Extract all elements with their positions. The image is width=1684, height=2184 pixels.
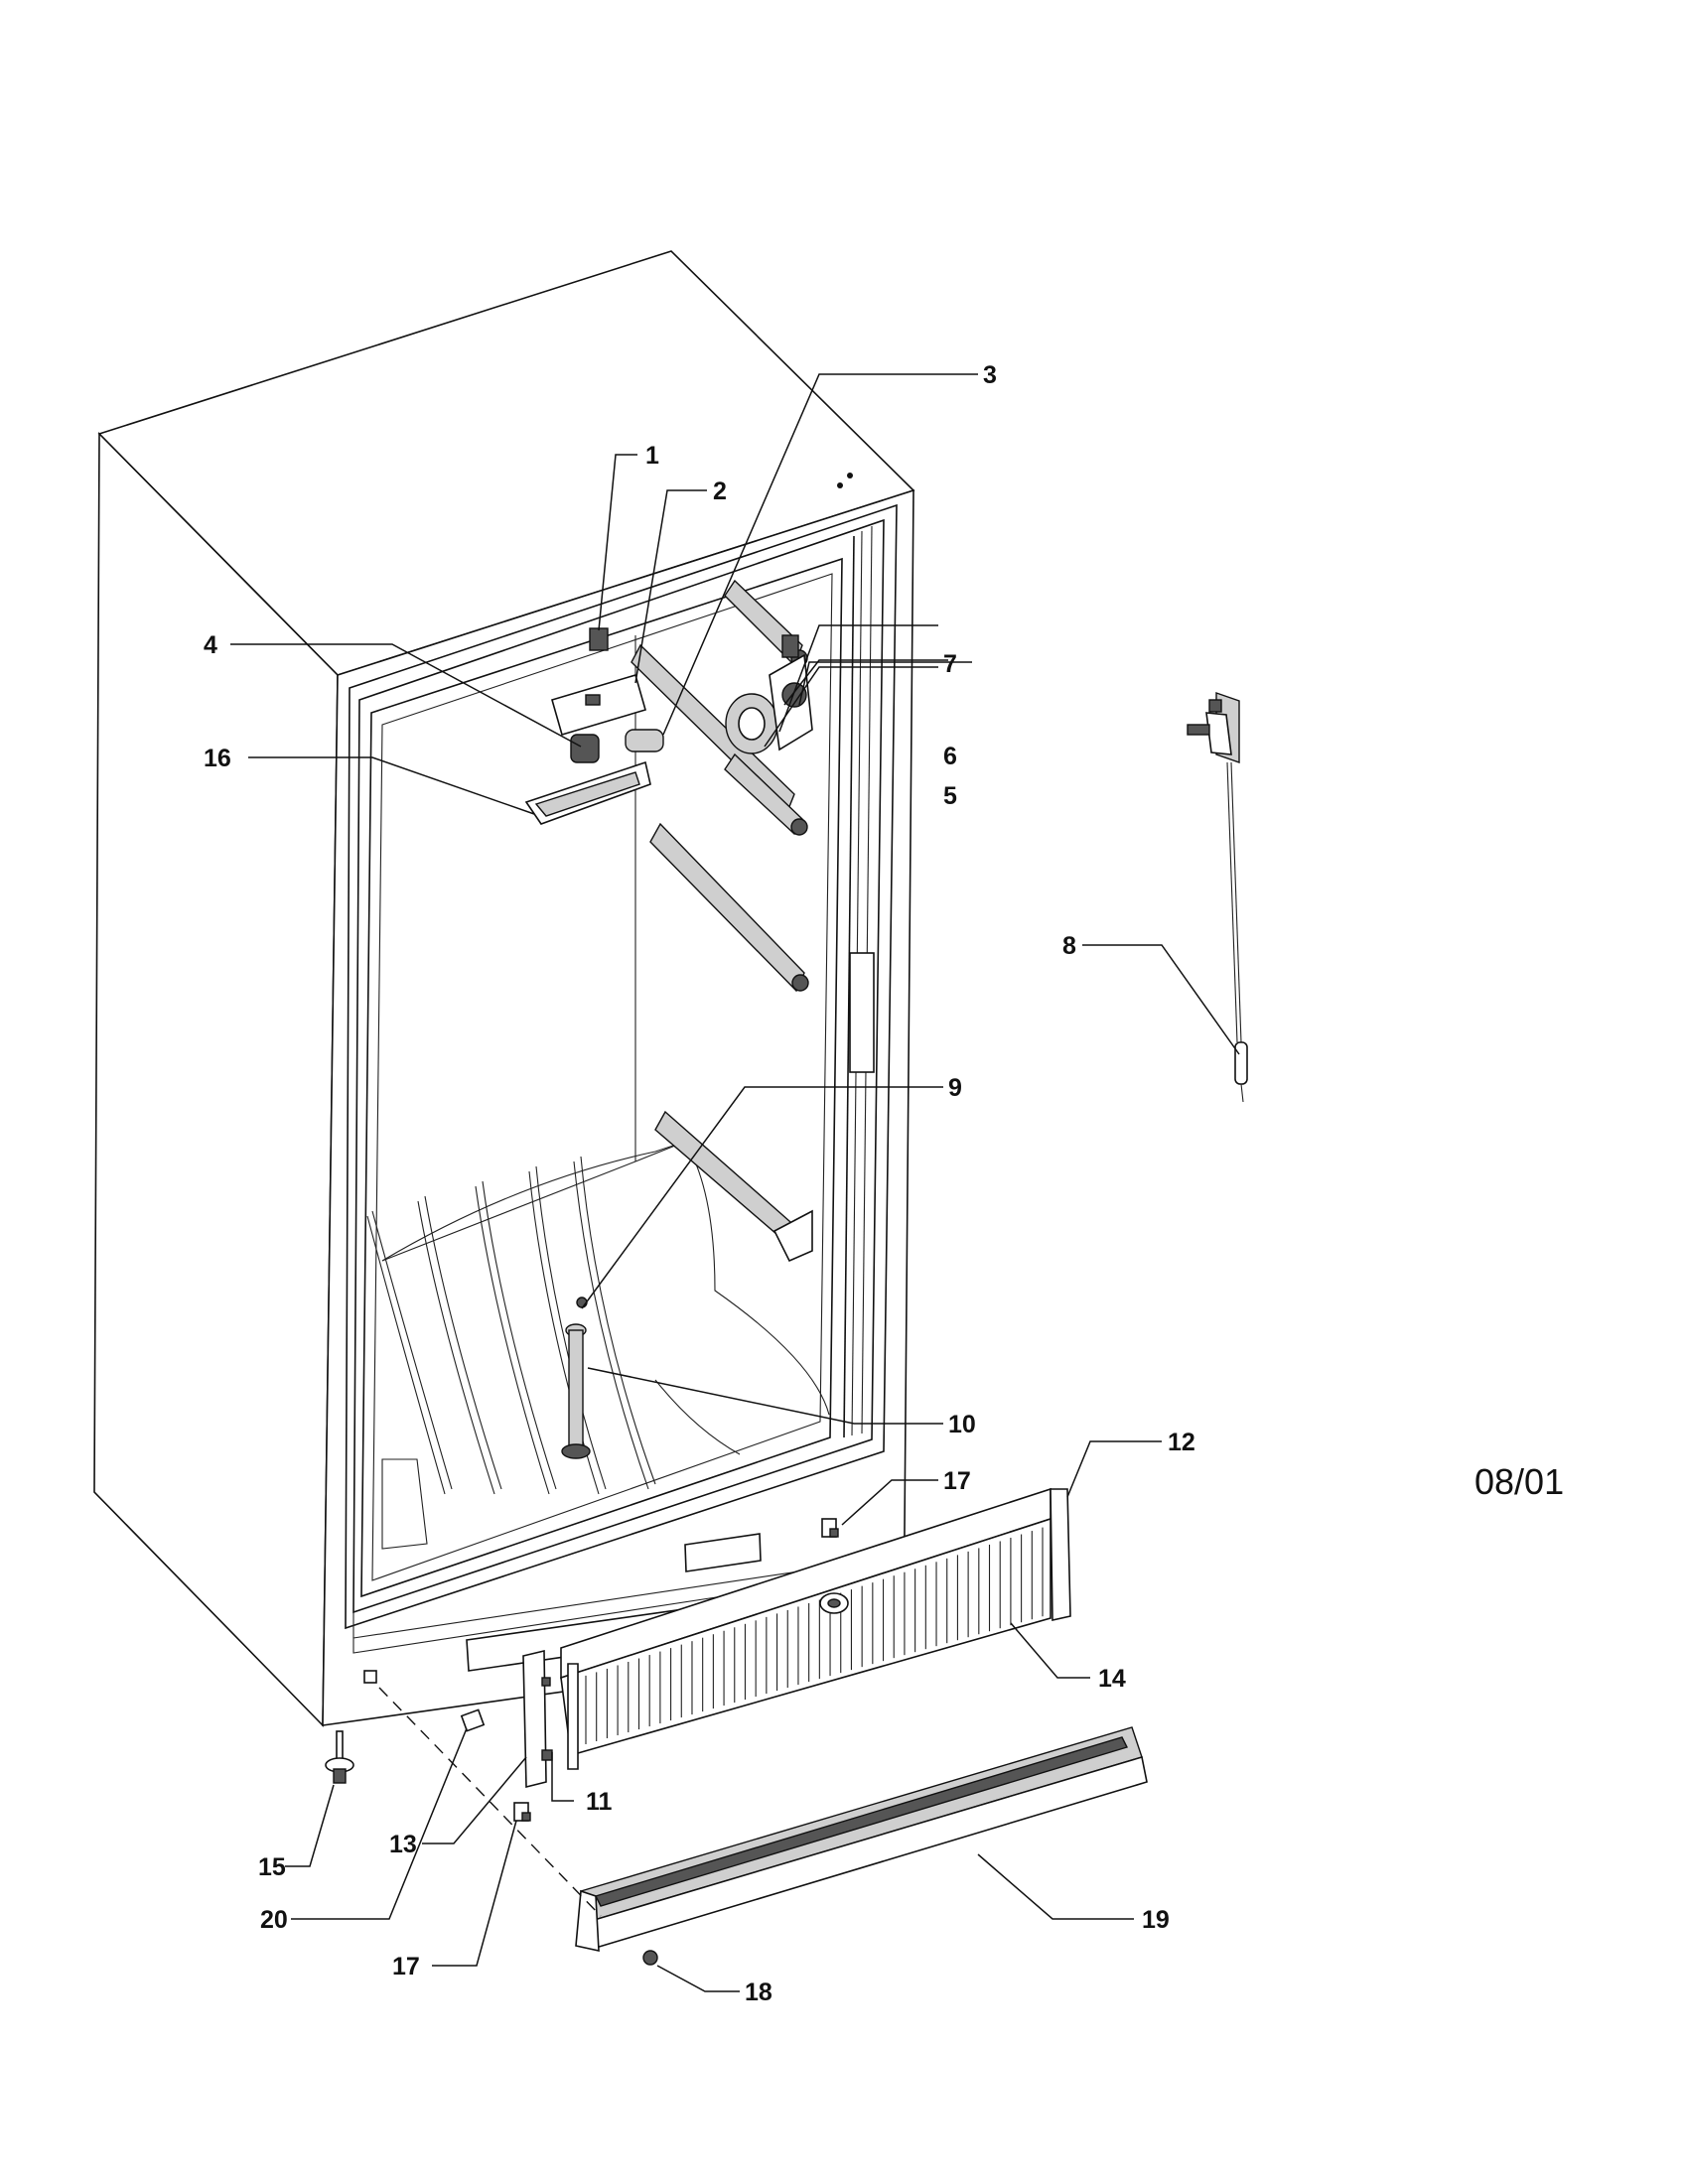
callout-6: 6 xyxy=(943,743,957,770)
callout-19: 19 xyxy=(1142,1906,1170,1934)
callout-7: 7 xyxy=(943,650,957,678)
interior xyxy=(366,579,830,1550)
callout-2: 2 xyxy=(713,478,727,505)
callout-5: 5 xyxy=(943,782,957,810)
grille-assembly xyxy=(460,1487,1071,1822)
callout-9: 9 xyxy=(948,1074,962,1102)
thermostat-part xyxy=(1187,692,1248,1103)
callout-15: 15 xyxy=(258,1853,286,1881)
callout-1: 1 xyxy=(645,442,659,470)
callout-10: 10 xyxy=(948,1411,976,1438)
callouts: 1 2 3 4 5 6 7 8 9 10 11 12 13 14 15 16 1… xyxy=(204,361,1195,2006)
leveling-leg xyxy=(325,1730,354,1784)
callout-4: 4 xyxy=(204,631,217,659)
bottom-trim xyxy=(575,1726,1148,1966)
callout-17-lower: 17 xyxy=(392,1953,420,1980)
callout-17-upper: 17 xyxy=(943,1467,971,1495)
callout-3: 3 xyxy=(983,361,997,389)
callout-14: 14 xyxy=(1098,1665,1126,1693)
callout-16: 16 xyxy=(204,745,231,772)
leader-lines xyxy=(230,373,1240,1992)
cabinet xyxy=(93,250,915,1727)
callout-13: 13 xyxy=(389,1831,417,1858)
date-code: 08/01 xyxy=(1474,1461,1564,1502)
callout-11: 11 xyxy=(586,1788,613,1816)
callout-8: 8 xyxy=(1062,932,1076,960)
callout-12: 12 xyxy=(1168,1429,1195,1456)
callout-20: 20 xyxy=(260,1906,288,1934)
callout-18: 18 xyxy=(745,1979,772,2006)
